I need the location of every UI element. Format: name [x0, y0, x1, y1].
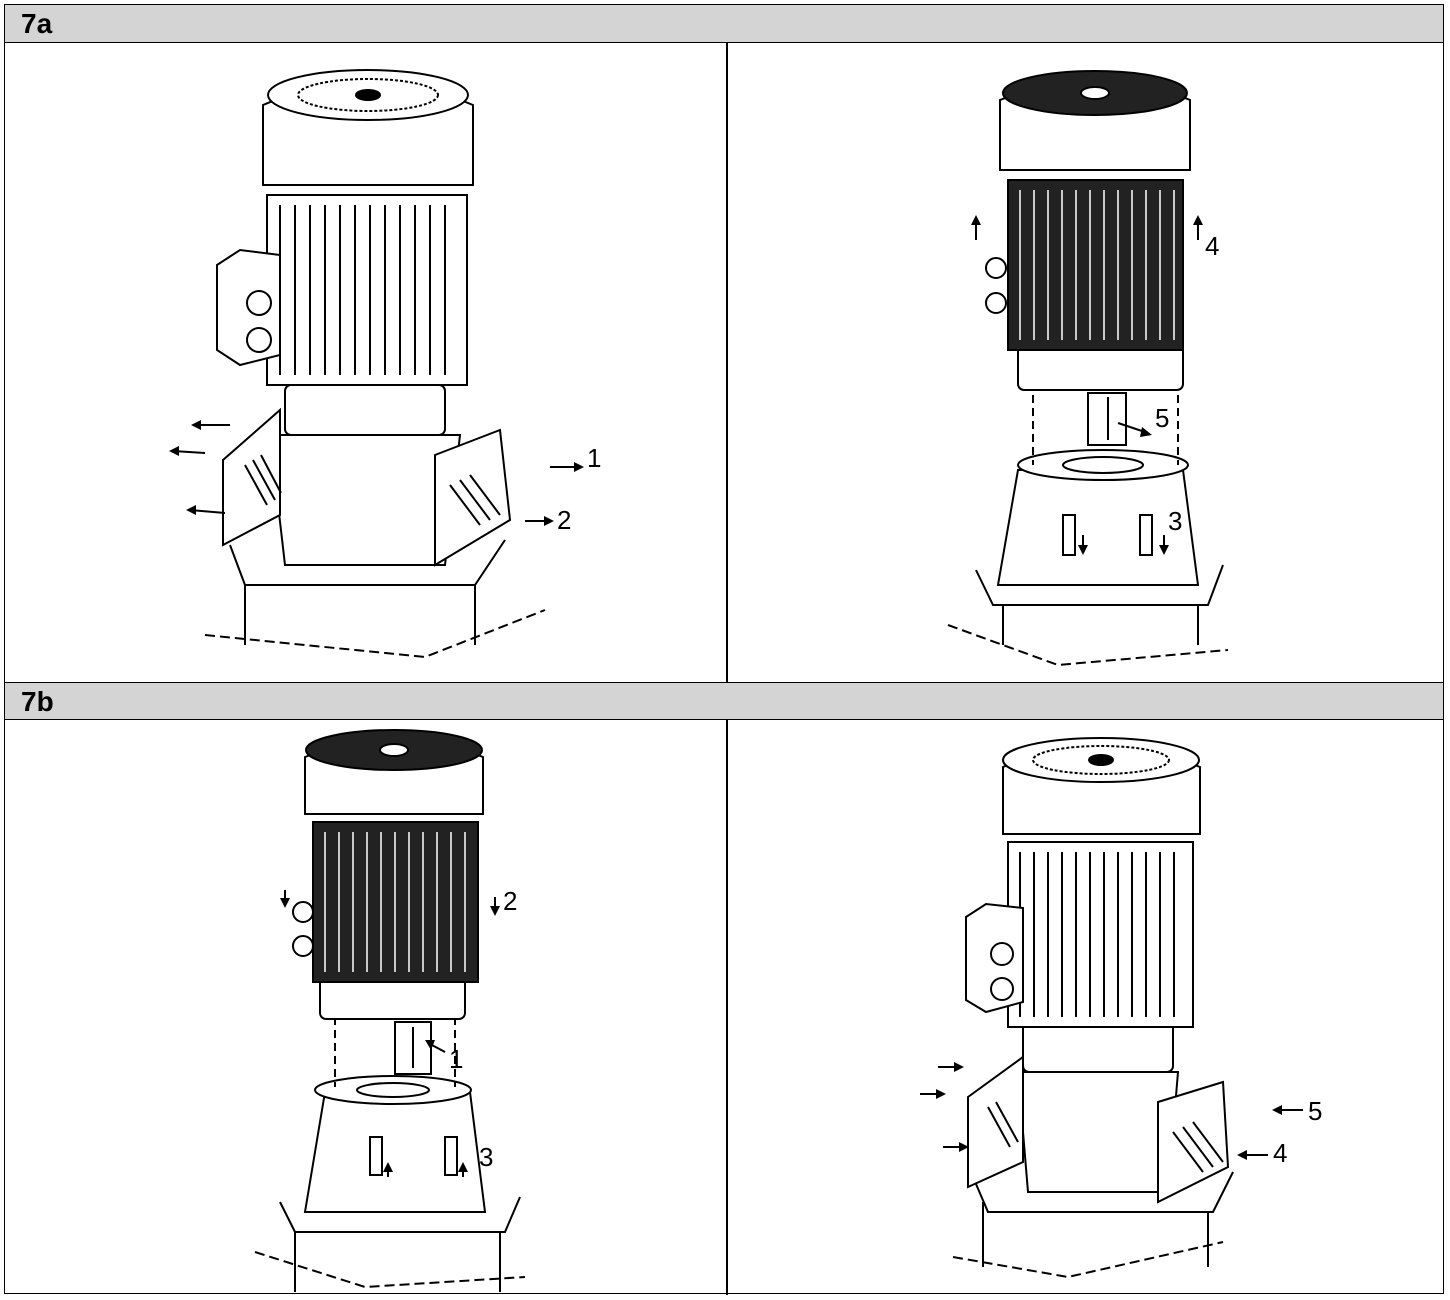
section-label-7a: 7a — [21, 8, 53, 39]
panel-7a-left-illustration: 1 2 — [169, 69, 601, 659]
callout-7b-right-5: 5 — [1308, 1096, 1322, 1126]
figure-sheet: 7a 7b — [4, 4, 1444, 1295]
panel-divider-7a — [726, 43, 728, 682]
callout-7a-right-4: 4 — [1205, 231, 1219, 261]
callout-7a-left-1: 1 — [587, 443, 601, 473]
panel-7a-right-illustration: 4 5 3 — [947, 70, 1229, 667]
callout-7b-left-1: 1 — [449, 1044, 463, 1074]
callout-7b-left-2: 2 — [503, 886, 517, 916]
section-label-7b: 7b — [21, 686, 54, 717]
panel-7b-left-illustration: 2 1 3 — [254, 729, 526, 1292]
callout-7a-right-3: 3 — [1168, 506, 1182, 536]
callout-7a-right-5: 5 — [1155, 403, 1169, 433]
callout-7b-right-4: 4 — [1273, 1138, 1287, 1168]
section-header-7b: 7b — [5, 682, 1443, 720]
callout-7a-left-2: 2 — [557, 505, 571, 535]
section-header-7a: 7a — [5, 5, 1443, 43]
panel-7b-right-illustration: 5 4 — [920, 737, 1322, 1279]
panel-divider-7b — [726, 720, 728, 1295]
callout-7b-left-3: 3 — [479, 1142, 493, 1172]
